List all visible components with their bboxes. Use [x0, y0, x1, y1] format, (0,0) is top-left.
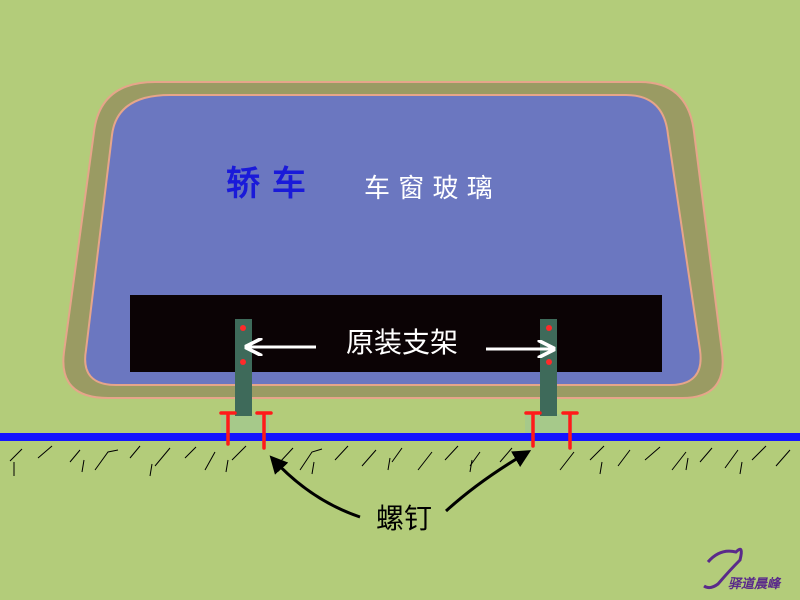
watermark-logo: 驿道晨峰 — [703, 547, 782, 592]
left-post — [235, 319, 252, 416]
right-post — [540, 319, 557, 416]
right-post-screws — [524, 411, 579, 450]
watermark-text: 驿道晨峰 — [728, 576, 782, 592]
right-post-rivet-bottom — [546, 359, 552, 365]
watermark-dragon-icon — [703, 547, 743, 590]
bracket-label: 原装支架 — [346, 326, 458, 359]
ground-hatching — [9, 445, 791, 477]
right-screw-pointer — [444, 450, 532, 513]
screw-label: 螺钉 — [376, 502, 432, 535]
window-title-rest: 车 窗 玻 璃 — [364, 174, 493, 204]
left-post-rivet-bottom — [240, 359, 246, 365]
left-post-rivet-top — [240, 325, 246, 331]
right-post-base — [525, 414, 573, 436]
left-post-screws — [219, 411, 273, 450]
ground-line — [0, 433, 800, 441]
left-post-base — [221, 414, 269, 436]
bracket-panel — [130, 295, 662, 372]
window-title-bold: 轿 车 — [226, 164, 306, 204]
left-screw-pointer — [269, 455, 361, 519]
right-post-rivet-top — [546, 325, 552, 331]
